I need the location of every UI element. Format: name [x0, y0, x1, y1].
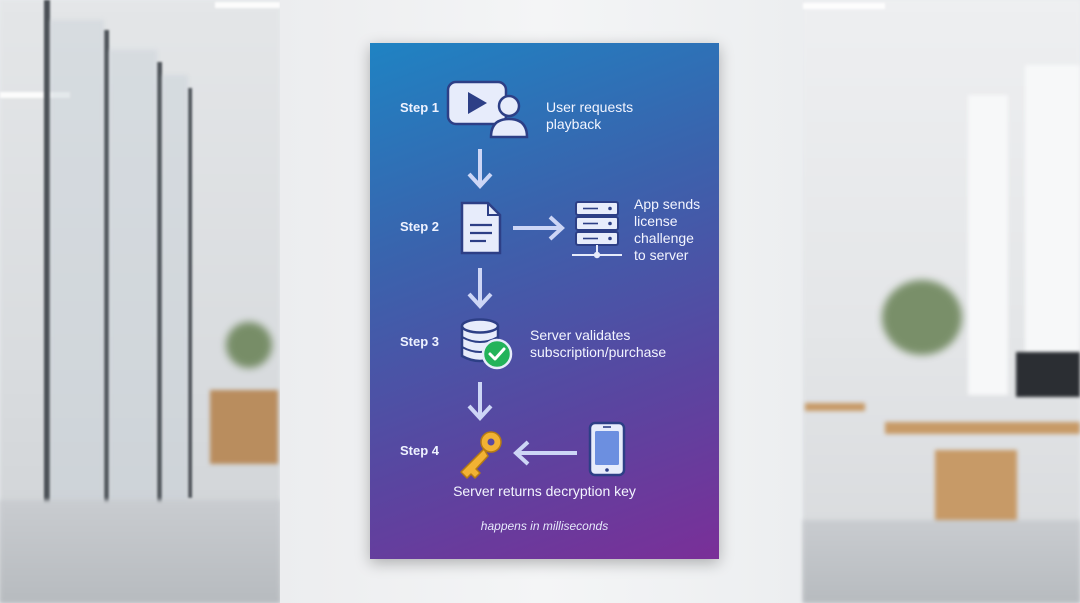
ceiling-light	[803, 3, 885, 9]
floor	[0, 500, 280, 603]
video-user-icon	[446, 80, 529, 139]
glass-pane	[162, 75, 188, 505]
glass-wall-frame	[44, 0, 50, 560]
document-icon	[460, 201, 502, 255]
step-1-description: User requests playback	[546, 99, 634, 132]
arrow-head	[467, 172, 493, 189]
diagram-graphics	[446, 80, 626, 479]
drm-flow-poster: Step 1 Step 2 Step 3 Step 4 User request…	[370, 43, 719, 559]
desk	[885, 422, 1080, 434]
server-icon	[572, 201, 622, 259]
step-4-label: Step 4	[400, 443, 440, 458]
plant	[226, 322, 272, 368]
window	[1025, 65, 1080, 395]
smartphone-icon	[588, 421, 626, 477]
ceiling-light	[215, 2, 280, 8]
key-icon	[460, 431, 502, 479]
ceiling-light	[0, 92, 70, 98]
database-check-icon	[460, 318, 513, 370]
step-3-label: Step 3	[400, 334, 440, 349]
step-1-label: Step 1	[400, 100, 440, 115]
window	[968, 95, 1008, 395]
step-2-label: Step 2	[400, 219, 440, 234]
glass-pane	[109, 50, 157, 520]
glass-wall-frame	[188, 88, 192, 498]
glass-wall-frame	[104, 30, 109, 530]
arrow-head	[513, 440, 530, 466]
glass-wall-frame	[157, 62, 162, 512]
step-4-description: Server returns decryption key	[453, 483, 636, 499]
monitor	[1016, 352, 1080, 397]
step-2-description: App sends license challenge to server	[634, 196, 701, 263]
glass-pane	[50, 20, 104, 540]
footer-note: happens in milliseconds	[480, 519, 609, 533]
arrow-head	[467, 292, 493, 309]
desk	[805, 403, 865, 411]
cabinet	[210, 390, 278, 464]
step-3-description: Server validates subscription/purchase	[530, 327, 667, 360]
plant	[882, 280, 962, 355]
arrow-head	[548, 215, 565, 241]
floor	[803, 520, 1080, 603]
arrow-head	[467, 404, 493, 421]
